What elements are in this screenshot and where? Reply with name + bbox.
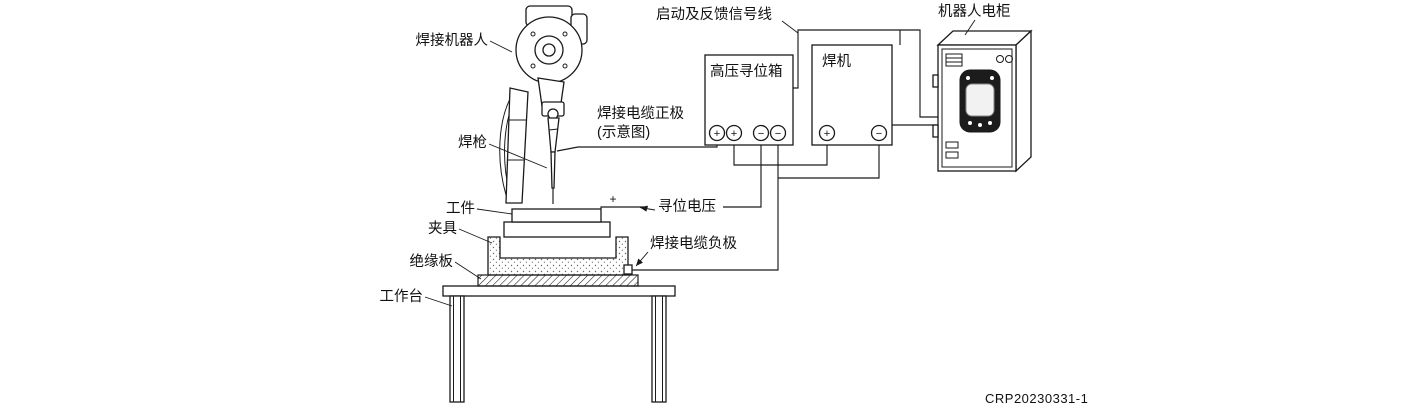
label-workpiece: 工件 (446, 200, 475, 217)
hvbox-terminal-2-sign: + (731, 128, 737, 140)
hv-box-title: 高压寻位箱 (710, 63, 783, 80)
ground-clamp (623, 264, 633, 275)
robot-cabinet (932, 29, 1033, 173)
hvbox-to-welder-wire (733, 140, 828, 166)
hvbox-terminal-3-sign: − (758, 128, 764, 140)
hvbox-terminal-4-sign: − (775, 128, 781, 140)
welder-terminal-plus (818, 124, 836, 142)
cable-negative-wire (630, 140, 779, 271)
welder-terminal-minus (870, 124, 888, 142)
locating-plus-mark: + (609, 192, 616, 206)
signal-wire-a (793, 29, 938, 118)
label-cable-positive-2: (示意图) (597, 123, 650, 141)
workbench (442, 285, 676, 403)
welder-box: 焊机 + − (811, 44, 893, 146)
welding-torch (547, 117, 560, 204)
locating-voltage-wire (600, 206, 648, 209)
leaders (424, 19, 976, 307)
label-fixture: 夹具 (428, 220, 457, 237)
label-welding-robot: 焊接机器人 (416, 32, 489, 49)
workpiece (503, 208, 611, 238)
label-robot-cabinet: 机器人电柜 (938, 3, 1011, 20)
cabinet-vent (945, 53, 963, 67)
welder-negative-wire (778, 140, 880, 179)
indicator-light-2 (1005, 55, 1013, 63)
fixture (487, 236, 629, 276)
indicator-light-1 (996, 55, 1004, 63)
hvbox-terminal-2 (725, 124, 743, 142)
welder-terminal-plus-sign: + (824, 128, 830, 140)
drawing-number: CRP20230331-1 (985, 391, 1088, 406)
cabinet-hinge-bottom (932, 124, 939, 138)
label-insulation-board: 绝缘板 (410, 252, 454, 270)
cable-positive-wire (556, 140, 718, 152)
welder-title: 焊机 (822, 53, 851, 70)
label-torch: 焊枪 (458, 134, 487, 151)
label-cable-negative: 焊接电缆负极 (650, 235, 737, 252)
pendant-screen (965, 83, 995, 117)
label-workbench: 工作台 (380, 288, 424, 305)
cabinet-hinge-top (932, 74, 939, 88)
hvbox-terminal-1-sign: + (714, 128, 720, 140)
hvbox-terminal-3 (752, 124, 770, 142)
welding-robot (499, 5, 588, 204)
hvbox-terminal-1 (708, 124, 726, 142)
teach-pendant (959, 69, 1001, 133)
insulation-board (477, 274, 639, 287)
wiring (556, 29, 938, 275)
welder-terminal-minus-sign: − (876, 128, 882, 140)
label-locating-voltage: 寻位电压 (658, 198, 716, 215)
hvbox-terminal-4 (769, 124, 787, 142)
label-cable-positive: 焊接电缆正极 (597, 105, 684, 122)
label-signal-line: 启动及反馈信号线 (656, 6, 772, 23)
hv-locating-box: 高压寻位箱 + + − − (704, 54, 794, 146)
